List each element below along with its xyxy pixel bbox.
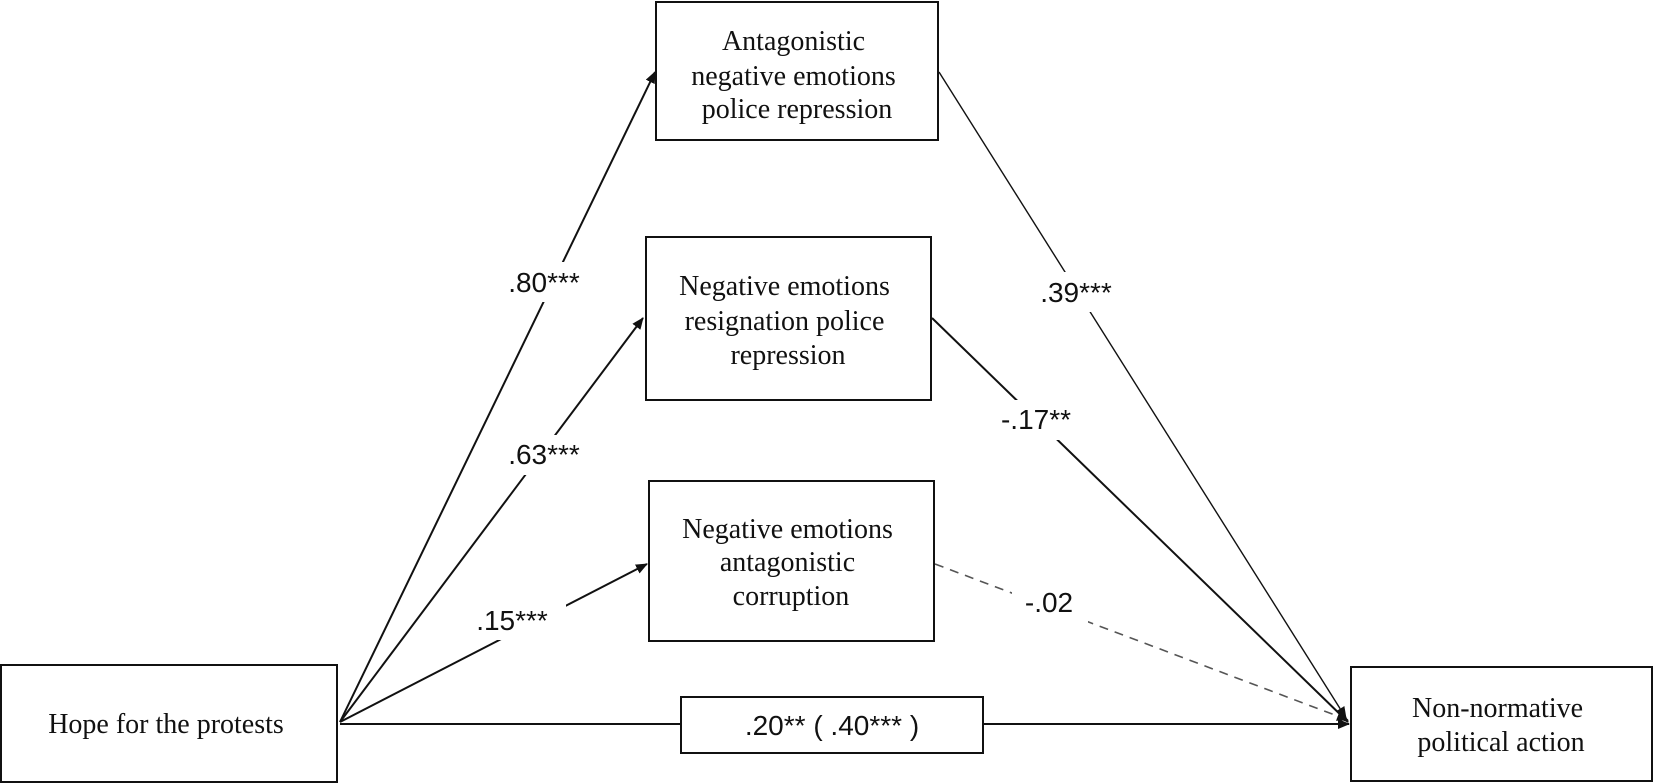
- path-a3-arrow: [339, 563, 648, 723]
- coef-a3: .15***: [458, 600, 566, 640]
- coef-a1: .80***: [490, 262, 598, 302]
- node-outcome-label: Non-normative political action: [1412, 693, 1590, 758]
- node-antagonistic-corruption-label: Negative emotions antagonistic corruptio…: [682, 514, 900, 612]
- coef-b3-label: -.02: [1025, 587, 1073, 618]
- coef-direct: .20** ( .40*** ): [680, 696, 984, 754]
- node-antagonistic-repression-label: Antagonistic negative emotions police re…: [691, 26, 903, 125]
- path-b1-arrow: [938, 71, 1347, 719]
- coef-a2: .63***: [490, 435, 598, 475]
- coef-a3-label: .15***: [476, 605, 548, 636]
- node-predictor-label: Hope for the protests: [48, 709, 284, 740]
- coef-b3: -.02: [1012, 582, 1088, 624]
- path-b3-dashed-arrow: [934, 563, 1349, 721]
- coef-a2-label: .63***: [508, 439, 580, 470]
- coef-b2: -.17**: [988, 400, 1084, 440]
- path-a2-arrow: [339, 317, 644, 723]
- node-antagonistic-corruption: Negative emotions antagonistic corruptio…: [648, 480, 935, 642]
- coef-b1: .39***: [1022, 272, 1130, 312]
- coef-direct-label: .20** ( .40*** ): [745, 710, 919, 741]
- coef-b2-label: -.17**: [1001, 404, 1071, 435]
- node-outcome: Non-normative political action: [1350, 666, 1653, 782]
- coef-a1-label: .80***: [508, 267, 580, 298]
- coef-b1-label: .39***: [1040, 277, 1112, 308]
- node-resignation-repression-label: Negative emotions resignation police rep…: [679, 271, 897, 371]
- path-a1-arrow: [339, 71, 656, 723]
- node-resignation-repression: Negative emotions resignation police rep…: [645, 236, 932, 401]
- node-predictor: Hope for the protests: [0, 664, 338, 783]
- path-b2-arrow: [931, 317, 1349, 723]
- node-antagonistic-repression: Antagonistic negative emotions police re…: [655, 1, 939, 141]
